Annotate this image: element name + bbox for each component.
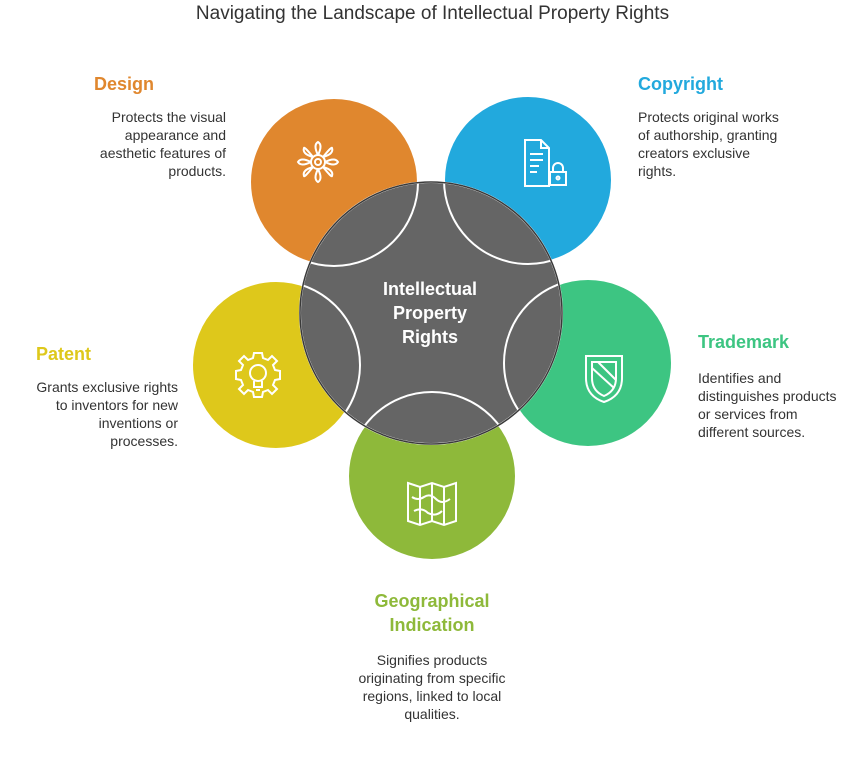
trademark-label: Trademark bbox=[698, 332, 790, 352]
overlap-outlines bbox=[191, 95, 673, 561]
center-line-3: Rights bbox=[402, 327, 458, 347]
geographical-description: Signifies products originating from spec… bbox=[358, 652, 506, 722]
patent-description: Grants exclusive rights to inventors for… bbox=[36, 379, 178, 449]
shield-icon bbox=[585, 355, 623, 404]
center-line-2: Property bbox=[393, 303, 467, 323]
center-line-1: Intellectual bbox=[383, 279, 477, 299]
trademark-description: Identifies and distinguishes products or… bbox=[698, 370, 837, 440]
flower-icon bbox=[296, 140, 340, 184]
map-icon bbox=[407, 481, 457, 527]
patent-label: Patent bbox=[36, 344, 92, 364]
copyright-description: Protects original works of authorship, g… bbox=[638, 109, 779, 179]
center-circle bbox=[300, 182, 562, 444]
geographical-label: Geographical Indication bbox=[374, 591, 490, 635]
gear-bulb-icon bbox=[235, 352, 281, 398]
document-lock-icon bbox=[524, 139, 567, 187]
copyright-label: Copyright bbox=[638, 74, 723, 94]
design-label: Design bbox=[93, 74, 154, 94]
diagram-title: Navigating the Landscape of Intellectual… bbox=[195, 3, 670, 24]
design-description: Protects the visual appearance and aesth… bbox=[99, 109, 226, 179]
